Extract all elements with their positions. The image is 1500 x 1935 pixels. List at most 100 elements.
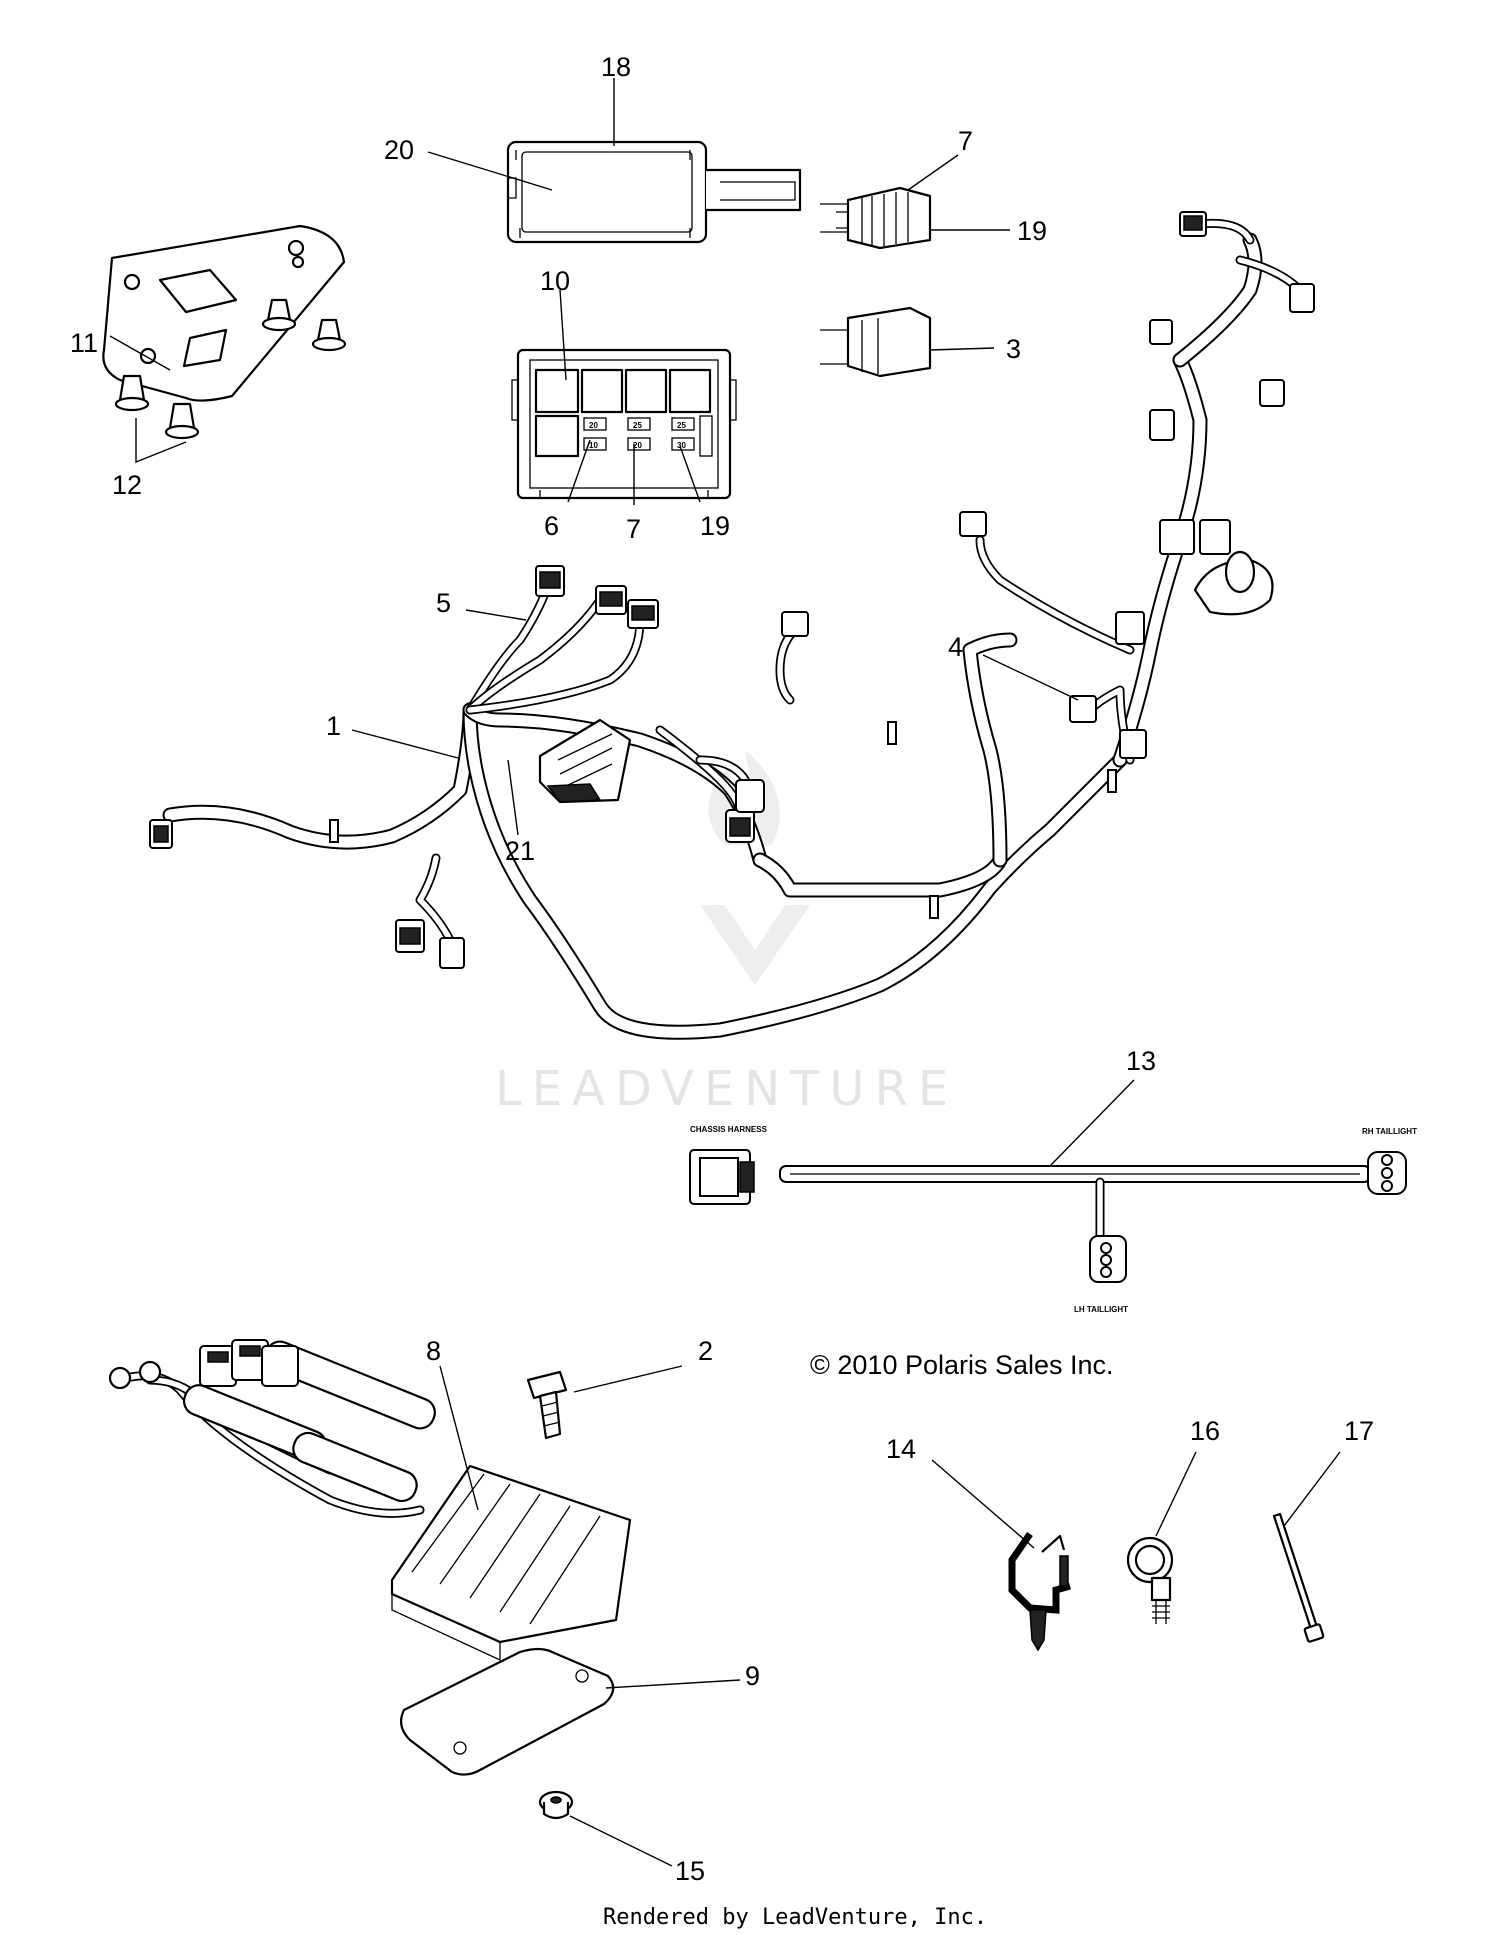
callout-2: 2 xyxy=(698,1336,713,1366)
callout-9: 9 xyxy=(745,1661,760,1691)
leader-17 xyxy=(1283,1451,1341,1527)
push-rivet xyxy=(261,298,297,332)
callout-19a: 19 xyxy=(1017,216,1047,246)
harness-connector xyxy=(149,819,173,849)
cable-tie xyxy=(1272,1512,1325,1643)
harness-connector xyxy=(781,611,809,637)
fuse-label-3: 25 xyxy=(677,421,686,430)
callout-1: 1 xyxy=(326,711,341,741)
main-wiring-harness xyxy=(149,211,1315,1040)
harness-connector xyxy=(439,937,465,969)
callout-12: 12 xyxy=(112,470,142,500)
harness-module-21 xyxy=(538,718,632,804)
leader-4 xyxy=(982,654,1079,701)
fuse-label-4: 10 xyxy=(589,441,598,450)
harness-connector xyxy=(1289,283,1315,313)
harness-connector xyxy=(395,919,425,953)
callout-6: 6 xyxy=(544,511,559,541)
leader-15 xyxy=(569,1815,673,1867)
callout-14: 14 xyxy=(886,1434,916,1464)
bracket-plate xyxy=(102,224,346,402)
flange-nut xyxy=(538,1790,574,1820)
harness-connector xyxy=(1159,519,1195,555)
leader-1 xyxy=(351,729,459,759)
push-rivet xyxy=(114,374,150,412)
fuse-row: 20 25 25 10 20 30 xyxy=(583,417,695,451)
harness-connector xyxy=(959,511,987,537)
harness-connector xyxy=(1259,379,1285,407)
callout-16: 16 xyxy=(1190,1416,1220,1446)
leader-8 xyxy=(439,1365,479,1511)
watermark-logo: LEADVENTURE xyxy=(495,750,958,1117)
leader-9 xyxy=(605,1679,741,1689)
taillight-harness: CHASSIS HARNESS RH TAILLIGHT LH TAILLIGH… xyxy=(689,1125,1417,1314)
harness-connector xyxy=(725,809,755,843)
harness-connector xyxy=(595,585,627,615)
leader-14 xyxy=(931,1459,1035,1549)
leader-16 xyxy=(1155,1451,1197,1537)
voltage-regulator xyxy=(108,1339,632,1662)
harness-connector xyxy=(735,779,765,813)
leader-20 xyxy=(427,151,553,191)
fuse-label-5: 20 xyxy=(633,441,642,450)
callout-21: 21 xyxy=(505,836,535,866)
push-rivet xyxy=(311,318,347,352)
harness-connector xyxy=(627,599,659,629)
callout-17: 17 xyxy=(1344,1416,1374,1446)
copyright-notice: © 2010 Polaris Sales Inc. xyxy=(810,1350,1114,1380)
relay-3 xyxy=(820,306,932,378)
push-rivet xyxy=(164,402,200,440)
callout-7a: 7 xyxy=(958,126,973,156)
harness-connector xyxy=(1149,319,1173,345)
flange-bolt xyxy=(526,1370,568,1440)
harness-connector xyxy=(1115,611,1145,645)
leader-13 xyxy=(1049,1079,1135,1167)
callout-19b: 19 xyxy=(700,511,730,541)
leader-19b xyxy=(679,445,701,503)
fuse-label-1: 20 xyxy=(589,421,598,430)
harness-connector xyxy=(1149,409,1175,441)
relay-7-19 xyxy=(820,186,932,250)
fuse-label-6: 30 xyxy=(677,441,686,450)
harness-clamp xyxy=(1126,1536,1174,1624)
leader-2 xyxy=(573,1365,683,1393)
leader-12 xyxy=(135,418,187,464)
callout-4: 4 xyxy=(948,632,963,662)
leader-21 xyxy=(507,759,519,836)
callout-15: 15 xyxy=(675,1856,705,1886)
render-credit: Rendered by LeadVenture, Inc. xyxy=(603,1905,987,1930)
callout-10: 10 xyxy=(540,266,570,296)
leader-11 xyxy=(109,335,171,371)
callout-8: 8 xyxy=(426,1336,441,1366)
leader-5 xyxy=(465,609,527,621)
callout-18: 18 xyxy=(601,52,631,82)
leader-10 xyxy=(559,289,567,381)
leader-3 xyxy=(929,347,995,351)
fuse-relay-box: 20 25 25 10 20 30 xyxy=(511,348,737,500)
callout-3: 3 xyxy=(1006,334,1021,364)
leader-6 xyxy=(567,439,591,503)
watermark-text: LEADVENTURE xyxy=(495,1061,958,1117)
regulator-connector xyxy=(199,1339,299,1387)
rh-taillight-label: RH TAILLIGHT xyxy=(1362,1127,1417,1136)
callout-13: 13 xyxy=(1126,1046,1156,1076)
rubber-grommet xyxy=(1193,550,1274,616)
harness-connector xyxy=(1179,211,1207,237)
chassis-harness-label: CHASSIS HARNESS xyxy=(690,1125,768,1134)
harness-connector xyxy=(535,565,565,597)
callout-20: 20 xyxy=(384,135,414,165)
callout-7b: 7 xyxy=(626,514,641,544)
harness-connector xyxy=(1119,729,1147,759)
harness-connector xyxy=(1199,519,1231,555)
callout-5: 5 xyxy=(436,588,451,618)
main-harness-tie xyxy=(329,721,1117,919)
fuse-box-cover xyxy=(506,140,802,244)
regulator-pad xyxy=(399,1647,615,1776)
lh-taillight-label: LH TAILLIGHT xyxy=(1074,1305,1128,1314)
push-rivet-group xyxy=(114,298,347,440)
harness-clip xyxy=(1008,1532,1071,1652)
leader-7a xyxy=(907,154,959,191)
callout-11: 11 xyxy=(70,328,98,358)
fuse-label-2: 25 xyxy=(633,421,642,430)
